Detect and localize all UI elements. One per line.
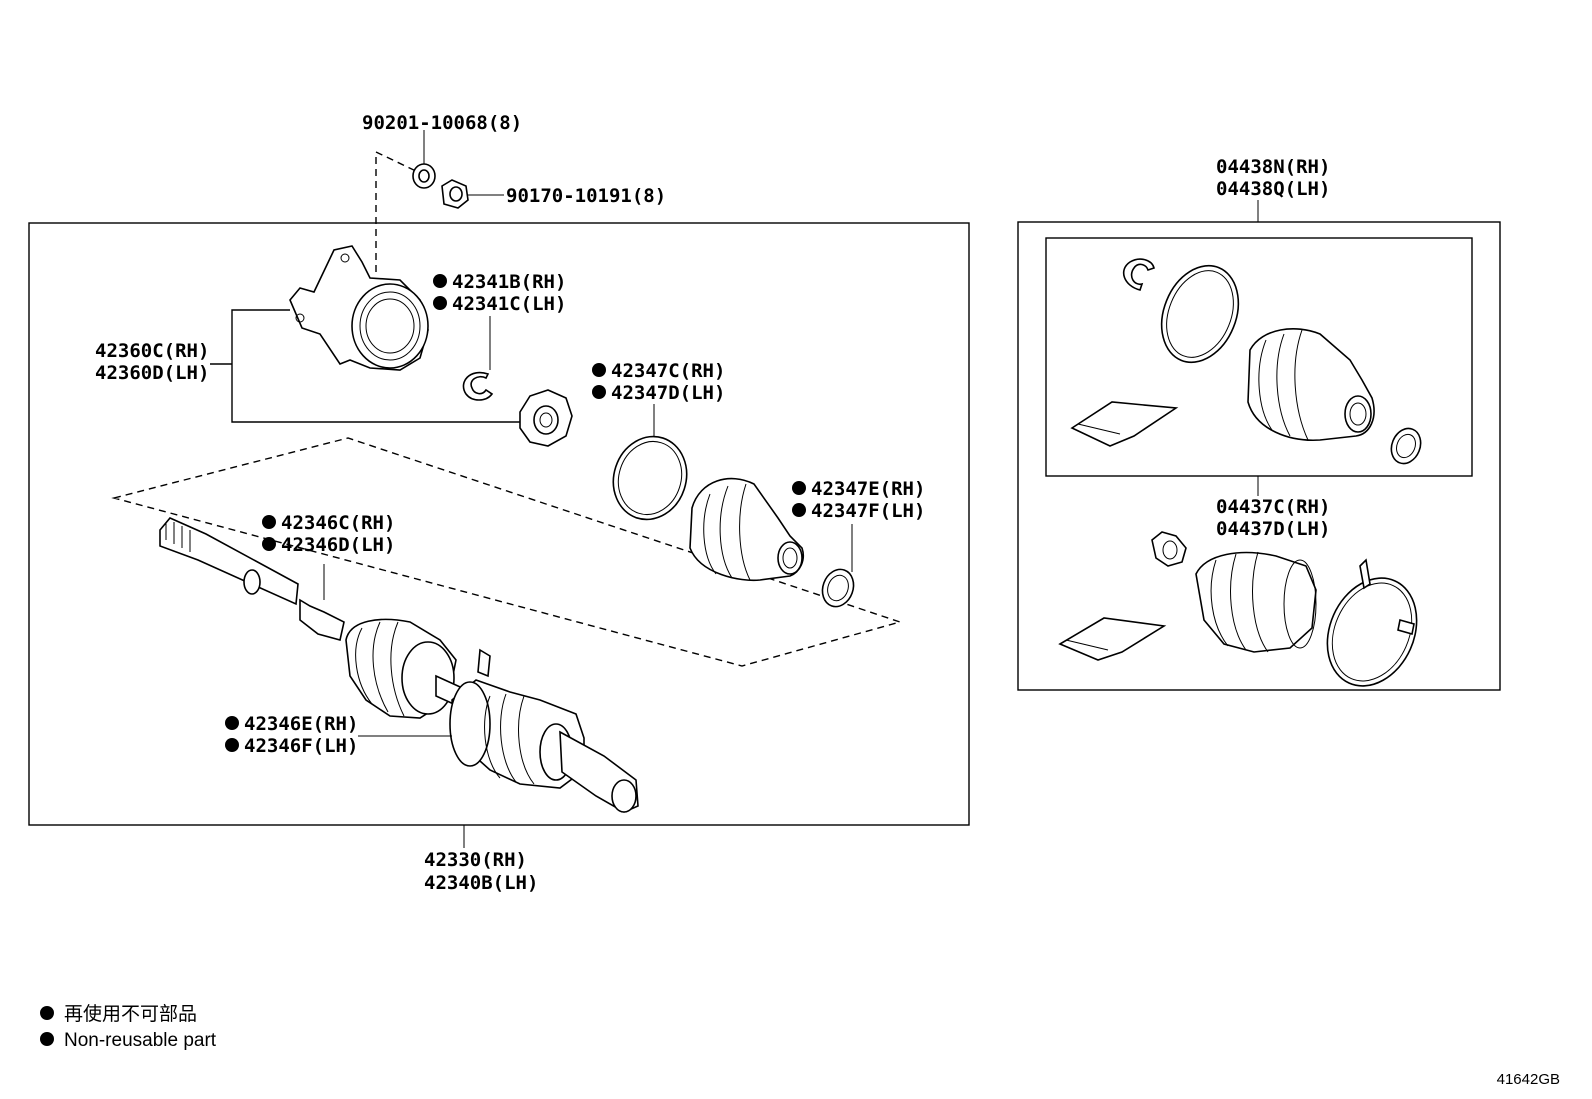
- label-kit-outer-rh: 04438N(RH): [1216, 156, 1330, 178]
- label-shaft-rh: 42330(RH): [424, 849, 527, 871]
- kit-large-clamp-part: [1160, 264, 1240, 364]
- boot-set-dashed-outline: [111, 437, 903, 667]
- label-inboard-clamp-rh: 42347E(RH): [811, 478, 925, 500]
- non-reusable-marker: [225, 716, 239, 730]
- kit2-nut-part: [1151, 531, 1187, 567]
- label-kit-inner-lh: 04437D(LH): [1216, 518, 1330, 540]
- kit2-boot-part: [1195, 551, 1317, 653]
- non-reusable-marker: [262, 537, 276, 551]
- legend-dot-icon: [40, 1032, 54, 1046]
- kit-grease-pack-part: [1070, 401, 1179, 447]
- label-inboard-boot-lh: 42347D(LH): [611, 382, 725, 404]
- non-reusable-marker: [433, 296, 447, 310]
- label-kit-inner-rh: 04437C(RH): [1216, 496, 1330, 518]
- shaft-assembly-frame: [28, 222, 970, 826]
- washer-part: [412, 130, 436, 189]
- boot-kit-inner-frame: [1045, 237, 1473, 477]
- tripod-joint-part: [519, 389, 573, 447]
- drive-shaft-part: [159, 517, 639, 813]
- kit-small-clamp-part: [1390, 427, 1422, 465]
- inboard-large-clamp-part: [612, 404, 688, 521]
- kit-boot-part: [1247, 328, 1375, 441]
- label-bearing-rh: 42341B(RH): [452, 271, 566, 293]
- housing-bracket-leader: [231, 309, 524, 423]
- label-washer: 90201-10068(8): [362, 112, 522, 134]
- label-outboard-rh: 42346E(RH): [244, 713, 358, 735]
- snap-ring-part: [462, 316, 494, 401]
- non-reusable-marker: [433, 274, 447, 288]
- non-reusable-marker: [792, 503, 806, 517]
- boot-kit-outer-frame: [1017, 221, 1501, 691]
- reference-code: 41642GB: [1497, 1071, 1560, 1088]
- kit-snap-ring-part: [1122, 258, 1155, 291]
- inboard-boot-part: [689, 477, 805, 582]
- kit2-grease-pack-part: [1058, 617, 1167, 661]
- non-reusable-marker: [792, 481, 806, 495]
- label-inboard-clamp-lh: 42347F(LH): [811, 500, 925, 522]
- label-nut: 90170-10191(8): [506, 185, 666, 207]
- non-reusable-marker: [592, 363, 606, 377]
- non-reusable-marker: [592, 385, 606, 399]
- label-snap-ring-rh: 42346C(RH): [281, 512, 395, 534]
- non-reusable-marker: [225, 738, 239, 752]
- non-reusable-marker: [262, 515, 276, 529]
- inboard-small-clamp-part: [821, 524, 855, 608]
- label-shaft-lh: 42340B(LH): [424, 872, 538, 894]
- nut-part: [441, 179, 504, 209]
- legend-english: Non-reusable part: [64, 1030, 217, 1051]
- label-outboard-lh: 42346F(LH): [244, 735, 358, 757]
- label-bearing-lh: 42341C(LH): [452, 293, 566, 315]
- label-kit-outer-lh: 04438Q(LH): [1216, 178, 1330, 200]
- label-housing-rh: 42360C(RH): [95, 340, 209, 362]
- fastener-dashed-leader: [375, 150, 419, 272]
- joint-housing-part: [289, 245, 429, 371]
- legend-japanese: 再使用不可部品: [64, 1003, 197, 1025]
- label-snap-ring-lh: 42346D(LH): [281, 534, 395, 556]
- label-housing-lh: 42360D(LH): [95, 362, 209, 384]
- label-inboard-boot-rh: 42347C(RH): [611, 360, 725, 382]
- kit2-band-clamp-part: [1326, 558, 1418, 687]
- legend-dot-icon: [40, 1006, 54, 1020]
